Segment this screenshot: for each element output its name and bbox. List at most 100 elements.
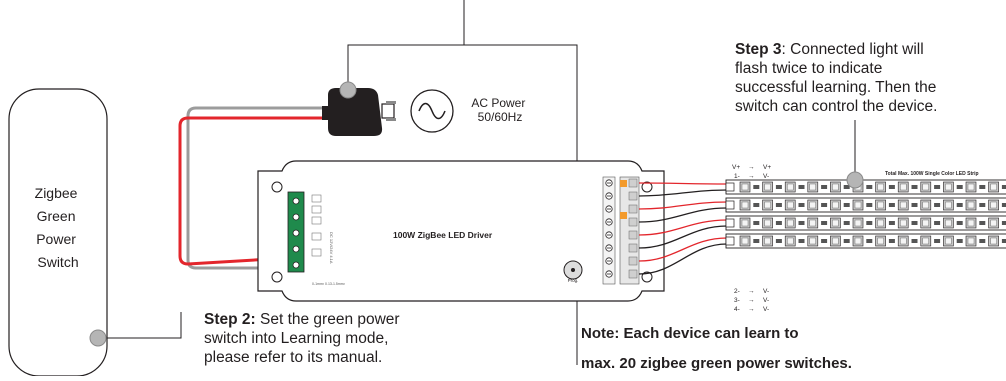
- mains-wires: [178, 106, 324, 270]
- step2-text: Step 2: Set the green power switch into …: [204, 311, 400, 366]
- resistor: [843, 239, 850, 243]
- terminal-slot: [628, 191, 638, 201]
- output-wire: [638, 243, 728, 275]
- output-wire: [638, 237, 728, 262]
- resistor: [911, 221, 918, 225]
- resistor: [775, 203, 782, 207]
- svg-text:→: →: [748, 297, 755, 304]
- resistor: [956, 203, 963, 207]
- output-wire: [638, 201, 728, 210]
- led-strips: [725, 179, 1006, 249]
- resistor: [934, 203, 941, 207]
- ac-power-symbol: [410, 89, 454, 133]
- resistor: [843, 203, 850, 207]
- resistor: [821, 221, 828, 225]
- callout-markers: [89, 81, 864, 347]
- resistor: [843, 185, 850, 189]
- wiring-legend-top: V+ → V+ 1- → V-: [732, 164, 771, 180]
- svg-text:→: →: [748, 173, 755, 180]
- led-strip: [725, 233, 1006, 249]
- led-strip-label: Total Max. 100W Single Color LED Strip: [885, 171, 979, 177]
- svg-text:4-: 4-: [734, 306, 740, 313]
- resistor: [979, 185, 986, 189]
- terminal-slot: [628, 230, 638, 240]
- resistor: [798, 203, 805, 207]
- driver-label: 100W ZigBee LED Driver: [393, 230, 493, 240]
- led-strip: [725, 179, 1006, 195]
- ac-power-label: AC Power 50/60Hz: [471, 96, 528, 124]
- led-strip: [725, 197, 1006, 213]
- resistor: [843, 221, 850, 225]
- resistor: [888, 239, 895, 243]
- step2-callout-line: [106, 312, 182, 339]
- svg-text:V+: V+: [763, 164, 771, 171]
- led-strip: [725, 215, 1006, 231]
- step3-text: Step 3: Connected light will flash twice…: [735, 41, 938, 115]
- svg-text:V-: V-: [763, 297, 769, 304]
- resistor: [775, 239, 782, 243]
- resistor: [888, 221, 895, 225]
- driver-rating-text: DC 12V/24V 4.1A: [329, 232, 334, 264]
- resistor: [866, 185, 873, 189]
- resistor: [798, 221, 805, 225]
- red-wire: [178, 116, 324, 266]
- output-wire: [638, 207, 728, 223]
- resistor: [911, 239, 918, 243]
- resistor: [753, 221, 760, 225]
- resistor: [866, 239, 873, 243]
- resistor: [934, 239, 941, 243]
- resistor: [821, 239, 828, 243]
- output-wires: [638, 182, 728, 275]
- note-line-1: Note: Each device can learn to: [581, 325, 799, 342]
- resistor: [911, 185, 918, 189]
- resistor: [979, 221, 986, 225]
- resistor: [775, 221, 782, 225]
- resistor: [821, 185, 828, 189]
- terminal-slot: [628, 178, 638, 188]
- resistor: [866, 221, 873, 225]
- note-line-2: max. 20 zigbee green power switches.: [581, 355, 852, 372]
- terminal-slot: [628, 243, 638, 253]
- wiring-legend-bottom: 2- → V- 3- → V- 4- → V-: [734, 288, 769, 313]
- resistor: [753, 239, 760, 243]
- resistor: [1001, 239, 1006, 243]
- resistor: [753, 203, 760, 207]
- resistor: [1001, 221, 1006, 225]
- resistor: [753, 185, 760, 189]
- switch-marker: [89, 329, 107, 347]
- svg-text:V-: V-: [763, 173, 769, 180]
- svg-text:3-: 3-: [734, 297, 740, 304]
- gray-wire: [186, 106, 324, 270]
- led-driver: DC 12V/24V 4.1A 0-1mm² 0.13-1.5mm² 100W …: [257, 160, 665, 302]
- resistor: [934, 185, 941, 189]
- note-text: Note: Each device can learn to max. 20 z…: [581, 319, 1001, 379]
- output-wire: [638, 225, 728, 249]
- terminal-slot: [628, 204, 638, 214]
- driver-input-text: 0-1mm² 0.13-1.5mm²: [312, 282, 346, 286]
- svg-text:V-: V-: [763, 288, 769, 295]
- terminal-slot: [628, 256, 638, 266]
- plug-marker: [339, 81, 357, 99]
- terminal-slot: [628, 269, 638, 279]
- svg-text:1-: 1-: [734, 173, 740, 180]
- switch-label: Zigbee Green Power Switch: [35, 185, 82, 270]
- resistor: [1001, 203, 1006, 207]
- output-wire: [638, 219, 728, 236]
- resistor: [866, 203, 873, 207]
- svg-text:V+: V+: [732, 164, 740, 171]
- terminal-slot: [628, 217, 638, 227]
- resistor: [1001, 185, 1006, 189]
- resistor: [979, 203, 986, 207]
- resistor: [956, 239, 963, 243]
- strip-marker: [846, 171, 864, 189]
- svg-text:→: →: [748, 306, 755, 313]
- driver-housing: [257, 160, 665, 302]
- svg-text:→: →: [748, 288, 755, 295]
- resistor: [956, 185, 963, 189]
- svg-text:2-: 2-: [734, 288, 740, 295]
- resistor: [979, 239, 986, 243]
- resistor: [821, 203, 828, 207]
- output-wire: [638, 182, 728, 185]
